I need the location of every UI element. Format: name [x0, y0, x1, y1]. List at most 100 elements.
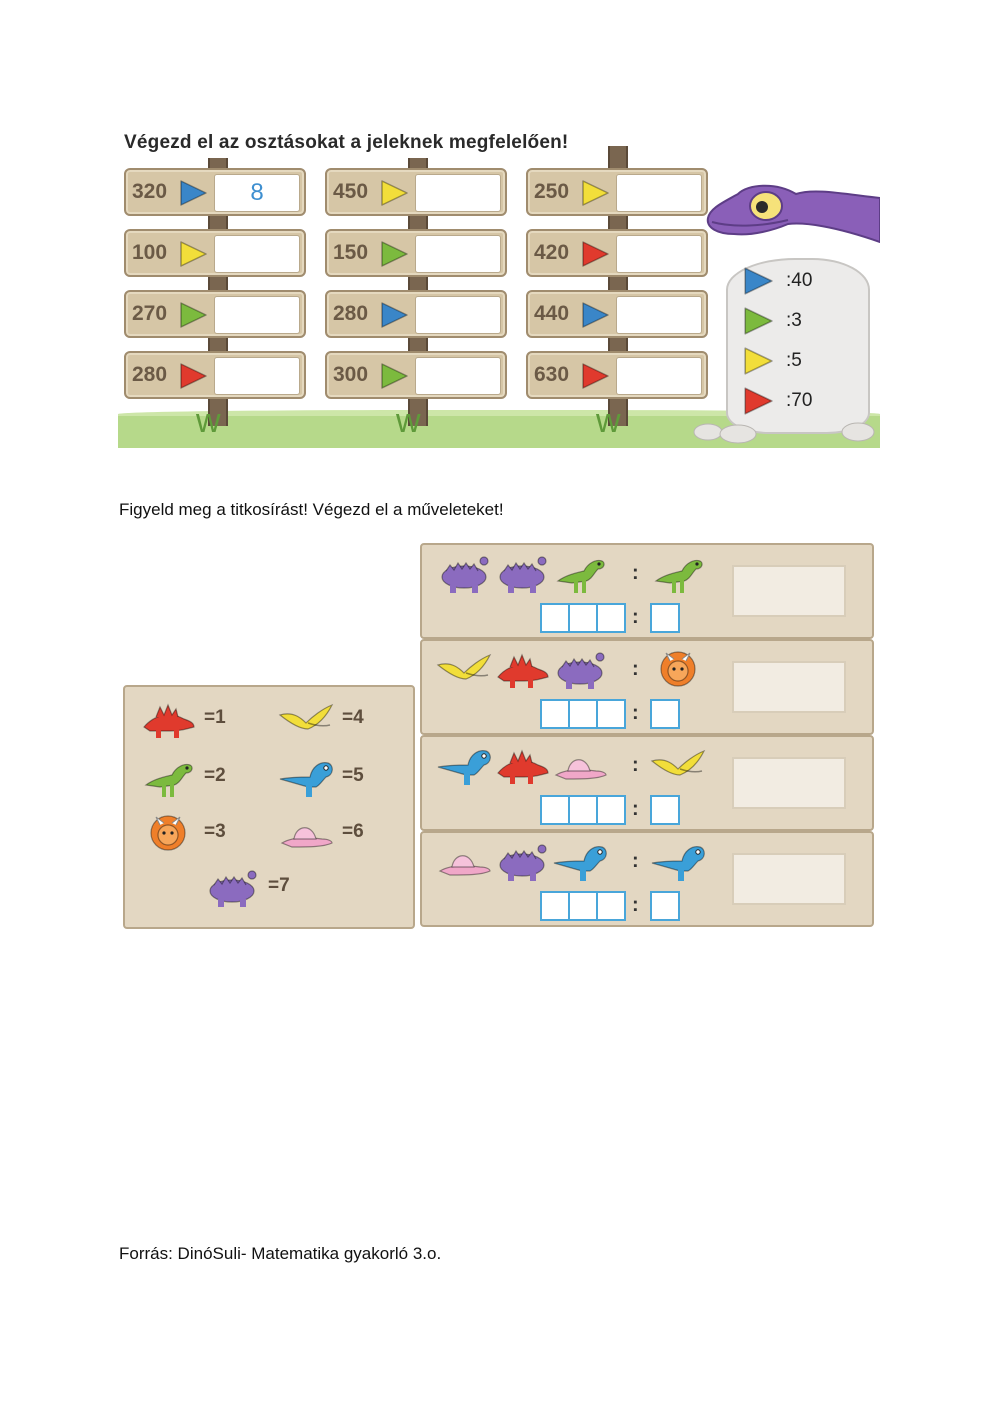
answer-input[interactable]: [415, 174, 501, 212]
digit-input[interactable]: [598, 797, 624, 823]
answer-input[interactable]: [616, 174, 702, 212]
triangle-icon: [381, 363, 408, 389]
division-operator: :: [632, 754, 639, 776]
answer-input[interactable]: [616, 296, 702, 334]
dividend-dino: [552, 743, 608, 787]
legend-dino-wrap: [278, 697, 334, 741]
divisor-digit-input[interactable]: [650, 891, 680, 921]
divisor-dino: [650, 743, 706, 787]
digit-input[interactable]: [598, 701, 624, 727]
triangle-icon: [582, 180, 609, 206]
triangle-icon: [381, 241, 408, 267]
digit-input[interactable]: [570, 605, 598, 631]
legend-value: =7: [268, 875, 290, 896]
sign-number: 150: [333, 241, 369, 264]
legend-dino-wrap: [140, 811, 196, 855]
digit-input[interactable]: [598, 605, 624, 631]
ankylosaurus-icon: [557, 652, 605, 689]
digit-input[interactable]: [570, 701, 598, 727]
digit-input[interactable]: [570, 797, 598, 823]
key-row: :3: [742, 304, 852, 338]
answer-field[interactable]: [732, 853, 846, 905]
grass-tuft-icon: ᴡ: [596, 402, 621, 440]
grass-tuft-icon: ᴡ: [196, 402, 221, 440]
signpost-board: 280: [124, 351, 306, 399]
key-row: :5: [742, 344, 852, 378]
triangle-icon: [381, 180, 408, 206]
answer-input[interactable]: [214, 357, 300, 395]
triceratops-icon: [150, 815, 186, 851]
sign-number: 280: [333, 302, 369, 325]
dividend-dino: [494, 839, 550, 883]
sign-number: 450: [333, 180, 369, 203]
answer-input[interactable]: [415, 296, 501, 334]
legend-item: =5: [278, 755, 408, 797]
triangle-icon-wrap: [379, 362, 409, 390]
pterodactyl-icon: [436, 653, 492, 680]
stegosaurus-icon: [143, 703, 195, 738]
divisor-digit-input[interactable]: [650, 699, 680, 729]
dividend-dino: [552, 551, 608, 595]
signpost-board: 280: [325, 290, 507, 338]
dividend-dino: [494, 647, 550, 691]
pebbles-icon: [693, 422, 875, 444]
dividend-dino: [436, 551, 492, 595]
answer-field[interactable]: [732, 661, 846, 713]
key-label: :5: [786, 350, 802, 371]
dividend-digit-boxes: [540, 891, 626, 921]
answer-input[interactable]: [214, 296, 300, 334]
dividend-digit-boxes: [540, 699, 626, 729]
triangle-icon: [744, 267, 773, 295]
sign-number: 280: [132, 363, 168, 386]
secret-code-exercise: =1=4=2=5=3=6=7 ::::::::: [118, 543, 874, 929]
key-triangle-wrap: [742, 306, 774, 336]
digit-input[interactable]: [570, 893, 598, 919]
operation-board: ::: [420, 831, 874, 927]
legend-item: =6: [278, 811, 408, 853]
operation-board: ::: [420, 543, 874, 639]
dividend-digit-boxes: [540, 795, 626, 825]
stegosaurus-icon: [497, 653, 549, 688]
exercise1-title: Végezd el az osztásokat a jeleknek megfe…: [124, 132, 569, 153]
sign-number: 440: [534, 302, 570, 325]
key-label: :3: [786, 310, 802, 331]
digit-input[interactable]: [542, 605, 570, 631]
raptor-icon: [144, 763, 193, 797]
answer-input[interactable]: [616, 357, 702, 395]
divisor-digit-input[interactable]: [650, 603, 680, 633]
answer-input[interactable]: 8: [214, 174, 300, 212]
key-triangle-wrap: [742, 386, 774, 416]
answer-input[interactable]: [415, 235, 501, 273]
answer-input[interactable]: [415, 357, 501, 395]
dimetrodon-icon: [280, 827, 333, 848]
divisor-dino: [650, 551, 706, 595]
legend-value: =2: [204, 765, 226, 786]
dimetrodon-icon: [438, 855, 491, 876]
digit-input[interactable]: [542, 893, 570, 919]
ankylosaurus-icon: [209, 870, 257, 907]
divisor-dino: [650, 647, 706, 691]
answer-input[interactable]: [214, 235, 300, 273]
sign-number: 420: [534, 241, 570, 264]
division-operator: :: [632, 850, 639, 872]
signpost-board: 450: [325, 168, 507, 216]
raptor-icon: [654, 559, 703, 593]
triangle-icon: [744, 307, 773, 335]
triangle-icon-wrap: [178, 362, 208, 390]
grass-highlight: [118, 410, 880, 420]
answer-input[interactable]: [616, 235, 702, 273]
answer-field[interactable]: [732, 757, 846, 809]
dividend-dino: [436, 839, 492, 883]
digit-input[interactable]: [598, 893, 624, 919]
digit-input[interactable]: [542, 797, 570, 823]
legend-item: =1: [140, 697, 270, 739]
triangle-icon-wrap: [379, 301, 409, 329]
signpost-board: 250: [526, 168, 708, 216]
signpost-board: 630: [526, 351, 708, 399]
divisor-digit-input[interactable]: [650, 795, 680, 825]
answer-field[interactable]: [732, 565, 846, 617]
legend-dino-wrap: [204, 865, 260, 909]
legend-dino-wrap: [140, 755, 196, 799]
digit-input[interactable]: [542, 701, 570, 727]
